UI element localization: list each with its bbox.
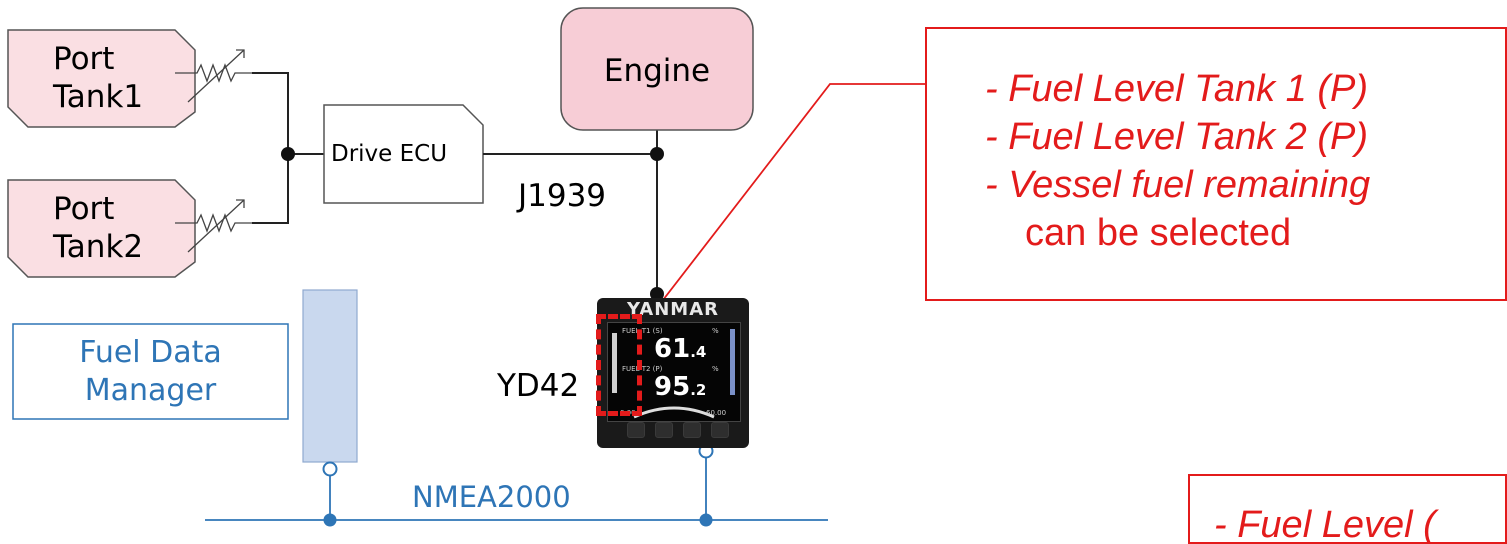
screen-arc-gauge (633, 406, 715, 419)
port-tank-1-label: Port Tank1 (53, 40, 173, 116)
nmea2000-bus-line (205, 451, 828, 521)
port-tank-2-shape (7, 179, 196, 278)
port-tank-1-line1: Port (53, 41, 115, 77)
callout-line-2: - Fuel Level Tank 2 (P) (985, 116, 1368, 158)
drive-ecu-label: Drive ECU (331, 141, 448, 167)
callout-partial-text: - Fuel Level ( (1214, 504, 1436, 544)
screen-value-2: 95.2 (654, 373, 706, 404)
j1939-label: J1939 (518, 178, 607, 214)
callout-line-1: - Fuel Level Tank 1 (P) (985, 68, 1368, 110)
sensor-junction-dot (281, 147, 295, 161)
screen-unit-1: % (712, 327, 719, 335)
fuel-data-manager-bar (302, 289, 358, 463)
j1939-engine-junction-dot (650, 147, 664, 161)
j1939-device-junction-dot (650, 287, 664, 301)
device-brand-logo: YANMAR (626, 299, 719, 320)
device-button-2[interactable] (655, 422, 673, 438)
screen-left-gauge-bar (612, 333, 617, 393)
callout-footer: can be selected (1025, 212, 1292, 254)
fuel-data-manager-box (12, 323, 289, 420)
screen-right-gauge-bar (730, 329, 735, 395)
nmea2000-label: NMEA2000 (412, 480, 571, 514)
engine-label: Engine (603, 53, 711, 89)
port-tank-2-label: Port Tank2 (53, 190, 173, 266)
callout-line-3: - Vessel fuel remaining (985, 164, 1371, 206)
device-button-3[interactable] (683, 422, 701, 438)
port-tank-2-line1: Port (53, 191, 115, 227)
screen-bottom-right: 60.00 (706, 409, 727, 417)
device-screen: FUEL T1 (S) % 61.4 FUEL T2 (P) % 95.2 0.… (607, 322, 741, 422)
nmea-device-tee-dot (699, 513, 713, 527)
drive-ecu-shape (323, 104, 484, 204)
screen-mid-label: FUEL T2 (P) (622, 365, 663, 373)
level-sensor-1-icon (175, 49, 252, 103)
system-diagram (7, 7, 925, 527)
callout-partial-box: - Fuel Level ( (1188, 474, 1507, 544)
callout-main-box: - Fuel Level Tank 1 (P) - Fuel Level Tan… (925, 27, 1507, 301)
port-tank-2-line2: Tank2 (53, 229, 144, 265)
screen-value-2-dec: .2 (690, 381, 707, 399)
device-highlight-dashed-box (596, 314, 642, 416)
level-sensor-2-icon (175, 199, 252, 253)
device-button-1[interactable] (627, 422, 645, 438)
screen-value-1-dec: .4 (690, 343, 707, 361)
port-tank-1-line2: Tank1 (53, 79, 144, 115)
screen-unit-2: % (712, 365, 719, 373)
yd42-label: YD42 (497, 368, 580, 404)
fuel-data-manager-label: Fuel Data Manager (13, 334, 288, 410)
callout-leader-line (645, 83, 925, 323)
yd42-display-device: YANMAR FUEL T1 (S) % 61.4 FUEL T2 (P) % … (597, 298, 749, 448)
fuel-data-manager-line2: Manager (84, 373, 217, 408)
screen-value-1-int: 61 (654, 334, 691, 364)
nmea-manager-tee-dot (323, 513, 337, 527)
screen-top-label: FUEL T1 (S) (622, 327, 663, 335)
device-button-4[interactable] (711, 422, 729, 438)
fuel-data-manager-line1: Fuel Data (79, 335, 222, 370)
nmea-manager-drop-dot (322, 461, 338, 477)
screen-value-1: 61.4 (654, 335, 706, 366)
engine-shape (560, 7, 754, 131)
port-tank-1-shape (7, 29, 196, 128)
screen-value-2-int: 95 (654, 372, 691, 402)
